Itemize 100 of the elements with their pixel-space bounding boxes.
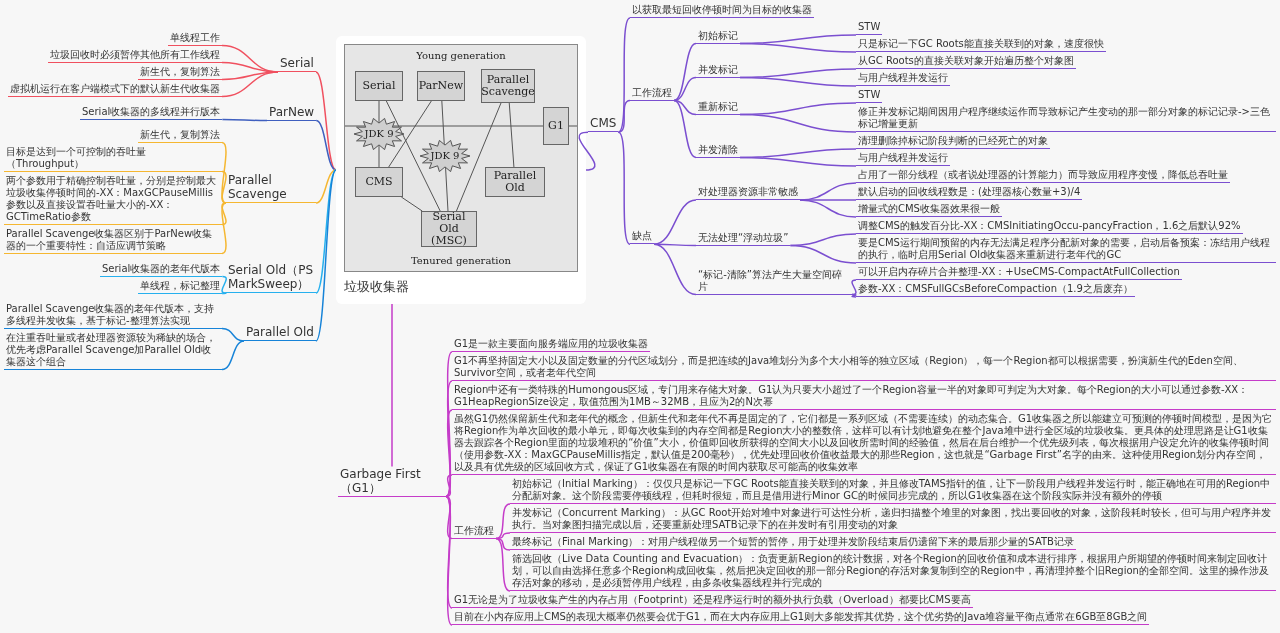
mindmap-topic: Region中还有一类特殊的Humongous区域，专门用来存储大对象。G1认为只要大小超过了一个Region容量一半的对象即可判定为大对象。每个Region的大小可以通过参数-XX：G1HeapRegionSize设定，取值范围为1MB～32MB，且应为2的N次幂 [452, 384, 1276, 410]
connector-line [445, 495, 453, 540]
mindmap-topic: 只是标记一下GC Roots能直接关联到的对象，速度很快 [856, 38, 1106, 52]
mindmap-topic: 工作流程 [452, 524, 496, 539]
connector-line [673, 99, 697, 116]
connector-line [221, 118, 268, 122]
mindmap-topic: 新生代，复制算法 [138, 65, 222, 80]
mindmap-topic: 并发清除 [696, 143, 740, 158]
mindmap-topic: 与用户线程并发运行 [856, 152, 950, 166]
collector-box: Serial [355, 71, 403, 101]
connector-line [617, 17, 631, 133]
connector-line [221, 327, 245, 342]
connector-line [388, 100, 432, 168]
connector-line [221, 202, 227, 226]
connector-line [739, 113, 857, 133]
mindmap-topic: CMS [588, 116, 619, 133]
mindmap-topic: Parallel Scavenge收集器的老年代版本，支持多线程并发收集，基于标记-整理算法实现 [4, 302, 222, 329]
edge-label: JDK 9 [418, 139, 471, 173]
connector-line [221, 170, 227, 204]
connector-line [400, 196, 423, 212]
mindmap-topic: Garbage First（G1） [338, 466, 446, 497]
mindmap-topic: 新生代，复制算法 [138, 128, 222, 143]
collector-box: CMS [355, 167, 403, 197]
connector-line [455, 102, 502, 212]
mindmap-topic: STW [856, 89, 883, 103]
mindmap-topic: 可以开启内存碎片合并整理-XX：+UseCMS-CompactAtFullCollection [856, 266, 1182, 280]
mindmap-topic: 占用了一部分线程（或者说处理器的计算能力）而导致应用程序变慢，降低总吞吐量 [856, 169, 1230, 183]
connector-line [739, 42, 857, 53]
mindmap-topic: 虽然G1仍然保留新生代和老年代的概念，但新生代和老年代不再是固定的了，它们都是一系列区域（不需要连续）的动态集合。G1收集器之所以能建立可预测的停顿时间模型，是因为它将Region作为单次回收的最小单元，即每次收集到的内存空间都是Region大小的整数倍，这样可以有计划地避免在整个Java堆中进行全区域的垃圾收集。更具体的处理思路是让G1收集器去跟踪各个Region里面的垃圾堆积的“价值”大小，价值即回收所获得的空间大小以及回收所需时间的经验值，然后在后台维护一个优先级列表，每次根据用户设定允许的收集停顿时间（使用参数-XX：MaxGCPauseMillis指定，默认值是200毫秒），优先处理回收价值收益最大的那些Region，这也就是“Garbage First”名字的由来。这种使用Region划分内存空间，以及具有优先级的区域回收方式，保证了G1收集器在有限的时间内获取尽可能高的收集效率 [452, 413, 1276, 475]
mindmap-topic: “标记-清除”算法产生大量空间碎片 [696, 268, 852, 295]
mindmap-topic: 调整CMS的触发百分比-XX：CMSInitiatingOccu-pancyFraction，1.6之后默认92% [856, 220, 1243, 234]
connector-line [221, 292, 227, 295]
mindmap-topic: Serial收集器的多线程并行版本 [80, 105, 223, 120]
connector-line [739, 156, 857, 167]
mindmap-topic: Serial Old（PS MarkSweep） [226, 263, 316, 293]
mindmap-topic: 工作流程 [630, 86, 674, 101]
connector-line [673, 99, 697, 159]
mindmap-topic: 初始标记（Initial Marking）：仅仅只是标记一下GC Roots能直接关联到的对象，并且修改TAMS指针的值，让下一阶段用户线程并发运行时，能正确地在可用的Region中分配新对象。这个阶段需要停顿线程，但耗时很短，而且是借用进行Minor GC的时候同步完成的，所以G1收集器在这个阶段实际并没有额外的停顿 [510, 478, 1276, 504]
mindmap-topic: 目前在小内存应用上CMS的表现大概率仍然要会优于G1，而在大内存应用上G1则大多能发挥其优势，这个优劣势的Java堆容量平衡点通常在6GB至8GB之间 [452, 611, 1150, 625]
connector-line [673, 42, 697, 102]
mindmap-topic: 两个参数用于精确控制吞吐量，分别是控制最大垃圾收集停顿时间的-XX：MaxGCPauseMillis参数以及直接设置吞吐量大小的-XX：GCTimeRatio参数 [4, 174, 222, 225]
mindmap-topic: 并发标记 [696, 63, 740, 78]
mindmap-topic: 虚拟机运行在客户端模式下的默认新生代收集器 [8, 82, 222, 97]
mindmap-topic: Parallel Scavenge收集器区别于ParNew收集器的一个重要特性：自适应调节策略 [4, 227, 222, 254]
mindmap-topic: 从GC Roots的直接关联对象开始遍历整个对象图 [856, 55, 1076, 69]
connector-line [673, 76, 697, 102]
mindmap-topic: Parallel Old [244, 325, 316, 341]
generation-panel [344, 44, 578, 272]
mindmap-topic: 在注重吞吐量或者处理器资源较为稀缺的场合，优先考虑Parallel Scavenge加Parallel Old收集器这个组合 [4, 331, 222, 370]
connector-line [221, 340, 245, 371]
connector-line [445, 474, 453, 498]
connector-line [445, 380, 453, 498]
connector-line [617, 131, 631, 245]
connector-line [315, 169, 337, 342]
connector-line [578, 131, 596, 171]
connector-line [221, 275, 227, 294]
connector-line [391, 303, 393, 468]
connector-line [789, 244, 857, 264]
generation-label: Young generation [415, 50, 507, 61]
mindmap-topic: 修正并发标记期间因用户程序继续运作而导致标记产生变动的那一部分对象的标记记录->三色标记增量更新 [856, 106, 1276, 132]
mindmap-topic: 参数-XX：CMSFullGCsBeforeCompaction（1.9之后废弃） [856, 283, 1135, 297]
mindmap-topic: 默认启动的回收线程数是：(处理器核心数量+3)/4 [856, 186, 1083, 200]
connector-line [315, 71, 337, 171]
mindmap-topic: G1是一款主要面向服务端应用的垃圾收集器 [452, 338, 651, 352]
connector-line [221, 71, 279, 98]
mindmap-topic: 增量式的CMS收集器效果很一般 [856, 203, 1002, 217]
figure-caption: 垃圾收集器 [344, 278, 410, 296]
mindmap-topic: G1不再坚持固定大小以及固定数量的分代区域划分，而是把连续的Java堆划分为多个大小相等的独立区域（Region），每一个Region都可以根据需要，扮演新生代的Eden空间、Survivor空间，或者老年代空间 [452, 355, 1276, 381]
connector-line [851, 279, 857, 296]
mindmap-topic: G1无论是为了垃圾收集产生的内存占用（Footprint）还是程序运行时的额外执行负载（Overload）都要比CMS要高 [452, 594, 973, 608]
mindmap-topic: Serial [278, 56, 316, 72]
collector-box: Parallel Scavenge [481, 69, 535, 103]
connector-line [851, 293, 857, 298]
mindmap-topic: 筛选回收（Live Data Counting and Evacuation）：负责更新Region的统计数据，对各个Region的回收价值和成本进行排序，根据用户所期望的停顿时间来制定回收计划，可以自由选择任意多个Region构成回收集，然后把决定回收的那一部分Region的存活对象复制到空的Region中，再清理掉整个旧Region的全部空间。这里的操作涉及存活对象的移动，是必须暂停用户线程，由多条收集器线程并行完成的 [510, 553, 1276, 591]
connector-line [315, 169, 337, 294]
edge-label: JDK 9 [353, 117, 405, 151]
mindmap-topic: 与用户线程并发运行 [856, 72, 950, 86]
mindmap-topic: 以获取最短回收停顿时间为目标的收集器 [630, 4, 814, 18]
connector-line [508, 102, 515, 168]
connector-line [221, 202, 227, 255]
mindmap-topic: 目标是达到一个可控制的吞吐量（Throughput） [4, 145, 222, 172]
connector-line [445, 409, 453, 498]
mindmap-topic: Serial收集器的老年代版本 [100, 262, 223, 277]
collector-box: Serial Old (MSC) [421, 211, 477, 247]
connector-line [495, 537, 511, 592]
connector-line [617, 99, 631, 133]
mindmap-topic: 初始标记 [696, 29, 740, 44]
mindmap-topic: Parallel Scavenge [226, 173, 316, 203]
mindmap-topic: STW [856, 21, 883, 35]
mindmap-topic: 并发标记（Concurrent Marking）：从GC Root开始对堆中对象进行可达性分析，递归扫描整个堆里的对象图，找出要回收的对象，这阶段耗时较长，但可与用户程序并发执行。当对象图扫描完成以后，还要重新处理SATB记录下的在并发时有引用变动的对象 [510, 507, 1276, 533]
figure-card [336, 36, 586, 304]
mindmap-topic: 最终标记（Final Marking）：对用户线程做另一个短暂的暂停，用于处理并发阶段结束后仍遗留下来的最后那少量的SATB记录 [510, 536, 1076, 550]
collector-box: G1 [543, 107, 569, 145]
mindmap-topic: 要是CMS运行期间预留的内存无法满足程序分配新对象的需要，启动后备预案：冻结用户线程的执行，临时启用Serial Old收集器来重新进行老年代的GC [856, 237, 1276, 263]
mindmap-topic: 无法处理“浮动垃圾” [696, 231, 791, 246]
mindmap-topic: 单线程，标记整理 [138, 279, 222, 294]
mindmap-topic: 垃圾回收时必须暂停其他所有工作线程 [48, 48, 222, 63]
connector-line [799, 199, 857, 218]
connector-line [739, 76, 857, 87]
connector-line [315, 119, 337, 171]
